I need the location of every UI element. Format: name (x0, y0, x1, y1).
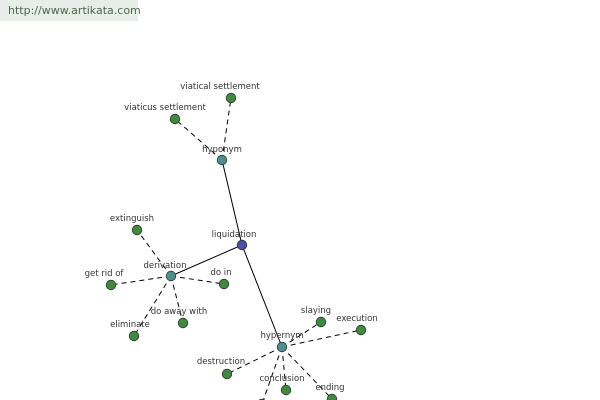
term-node-eliminate[interactable]: eliminate (110, 320, 150, 342)
term-node-dot[interactable] (169, 113, 181, 125)
relation-node-derivation[interactable]: derivation (143, 261, 187, 282)
term-node-dot[interactable] (355, 324, 367, 336)
edge-liquidation-hyponym (221, 159, 243, 246)
term-node-label[interactable]: destruction (197, 357, 245, 367)
relation-node-label[interactable]: derivation (143, 261, 186, 271)
term-node-extinguish[interactable]: extinguish (110, 214, 154, 236)
edge-hyponym-viaticus-settlement (174, 118, 223, 161)
term-node-ending[interactable]: ending (315, 383, 345, 400)
term-node-label[interactable]: viaticus settlement (124, 103, 206, 113)
source-bar: http://www.artikata.com (0, 0, 141, 21)
edge-derivation-do-away-with (170, 275, 184, 324)
term-node-label[interactable]: ending (315, 383, 344, 393)
term-node-dot[interactable] (315, 316, 327, 328)
term-node-dot[interactable] (225, 92, 237, 104)
term-node-viaticus-settlement[interactable]: viaticus settlement (124, 103, 206, 125)
center-node-liquidation[interactable]: liquidation (212, 230, 257, 251)
center-node-label[interactable]: liquidation (212, 230, 257, 240)
term-node-label[interactable]: eliminate (110, 320, 150, 330)
edge-hypernym-slaying (281, 321, 322, 348)
term-node-viatical-settlement[interactable]: viatical settlement (180, 82, 260, 104)
term-node-dot[interactable] (221, 368, 233, 380)
relation-node-dot[interactable] (216, 154, 228, 166)
edge-hypernym-ending (281, 346, 333, 400)
term-node-execution[interactable]: execution (336, 314, 378, 336)
term-node-label[interactable]: conclusion (259, 374, 304, 384)
term-node-label[interactable]: do away with (151, 307, 207, 317)
term-node-dot[interactable] (177, 317, 189, 329)
term-node-dot[interactable] (280, 384, 292, 396)
term-node-label[interactable]: extinguish (110, 214, 154, 224)
relation-node-hypernym[interactable]: hypernym (260, 331, 304, 353)
edge-hypernym-offscreen-term (262, 346, 283, 400)
term-node-destruction[interactable]: destruction (197, 357, 245, 380)
term-node-label[interactable]: slaying (301, 306, 331, 316)
term-node-dot[interactable] (218, 278, 230, 290)
edge-derivation-get-rid-of (110, 275, 172, 286)
relation-node-dot[interactable] (276, 341, 288, 353)
edge-liquidation-hypernym (241, 244, 283, 348)
edge-liquidation-derivation (170, 244, 243, 277)
relation-node-dot[interactable] (165, 270, 177, 282)
term-node-dot[interactable] (105, 279, 117, 291)
source-link[interactable]: http://www.artikata.com (8, 4, 141, 17)
term-node-label[interactable]: viatical settlement (180, 82, 260, 92)
edge-hyponym-viatical-settlement (221, 97, 232, 161)
term-node-label[interactable]: get rid of (85, 269, 125, 279)
edge-hypernym-execution (281, 329, 362, 348)
graph-edges (110, 97, 362, 400)
relation-node-label[interactable]: hypernym (260, 331, 303, 341)
edge-derivation-extinguish (136, 229, 172, 277)
center-node-dot[interactable] (236, 239, 248, 251)
term-node-slaying[interactable]: slaying (301, 306, 331, 328)
term-node-conclusion[interactable]: conclusion (259, 374, 305, 396)
relation-node-hyponym[interactable]: hyponym (202, 145, 242, 166)
term-node-dot[interactable] (326, 393, 338, 400)
edge-hypernym-destruction (226, 346, 283, 375)
term-node-dot[interactable] (128, 330, 140, 342)
relation-node-label[interactable]: hyponym (202, 145, 242, 155)
term-node-dot[interactable] (131, 224, 143, 236)
edge-hypernym-conclusion (281, 346, 287, 391)
term-node-get-rid-of[interactable]: get rid of (85, 269, 125, 291)
term-node-do-away-with[interactable]: do away with (151, 307, 207, 329)
term-node-do-in[interactable]: do in (210, 268, 232, 290)
term-node-label[interactable]: execution (336, 314, 377, 324)
term-node-label[interactable]: do in (210, 268, 231, 278)
edge-derivation-eliminate (133, 275, 172, 337)
graph-nodes: viatical settlement viaticus settlement ex… (85, 82, 378, 400)
